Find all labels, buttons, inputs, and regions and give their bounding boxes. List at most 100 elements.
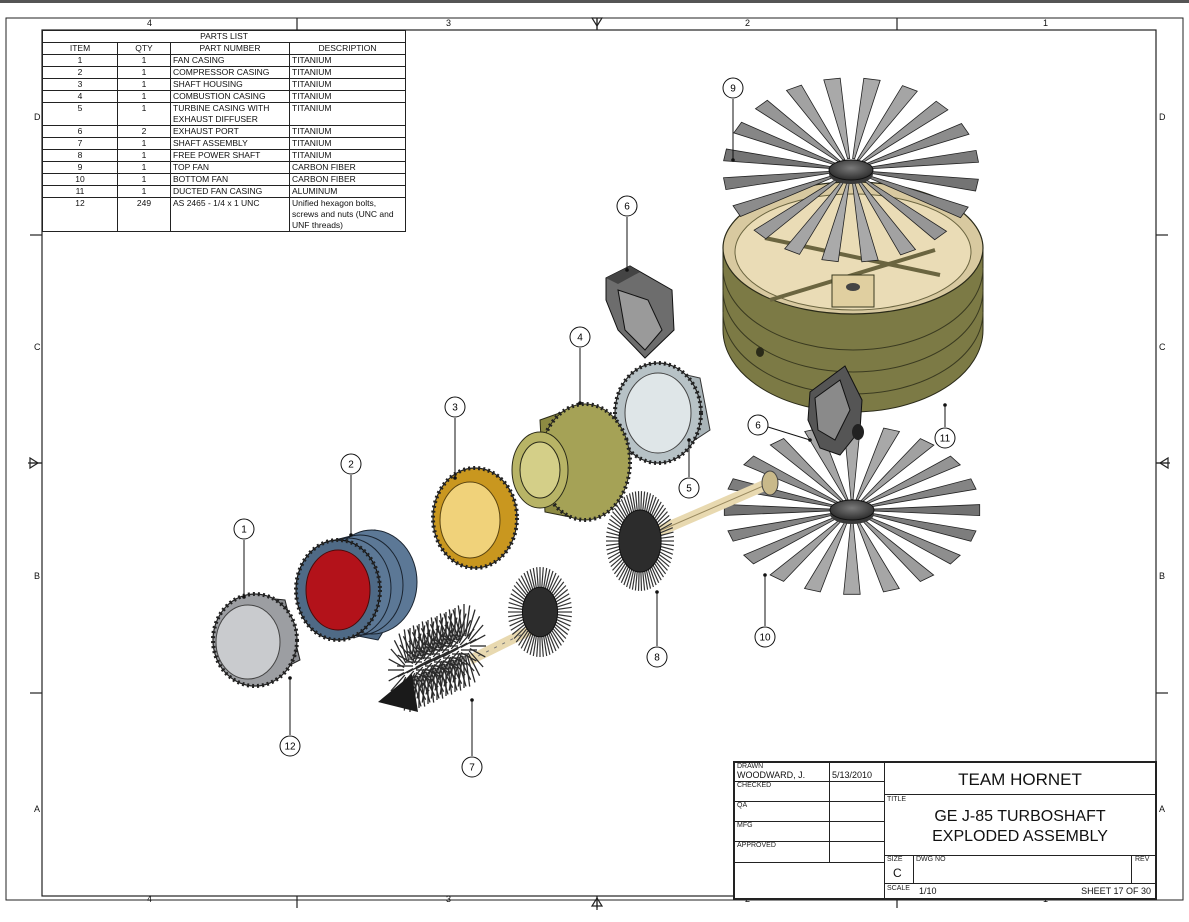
size-label: SIZE (887, 856, 903, 863)
zone-row-label: D (34, 112, 41, 122)
balloon-number: 6 (624, 202, 630, 213)
balloon-circle (616, 195, 638, 217)
balloon-number: 9 (730, 84, 736, 95)
rotor-blade (435, 628, 451, 646)
rotor-blade (419, 675, 426, 707)
leader-line (767, 426, 811, 441)
rotor-blade (411, 668, 425, 692)
disc-blade (649, 568, 657, 586)
balloon-number: 7 (469, 763, 475, 774)
balloon-number: 4 (577, 333, 583, 344)
cell-item: 8 (42, 149, 118, 162)
rotor-blade (430, 667, 437, 699)
disc-blade (548, 633, 557, 652)
cell-qty: 1 (117, 173, 171, 186)
disc-blade (660, 548, 674, 555)
checked-cell: CHECKED (734, 781, 830, 802)
mfg-cell: MFG (734, 821, 830, 842)
disc-blade (546, 570, 554, 590)
mfg-date-cell (829, 821, 885, 842)
disc-blade (612, 511, 624, 524)
item-balloon: 7 (461, 698, 483, 778)
disc-blade (651, 566, 660, 583)
disc-blade (637, 571, 640, 591)
disc-blade (606, 548, 620, 555)
disc-blade (508, 616, 523, 622)
disc-blade (655, 507, 667, 521)
rotor-blade (446, 663, 453, 695)
cell-part: TURBINE CASING WITH EXHAUST DIFFUSER (170, 102, 290, 126)
cell-part: SHAFT HOUSING (170, 78, 290, 91)
disc-blade (511, 623, 526, 635)
cell-item: 10 (42, 173, 118, 186)
rotor-blade (458, 620, 472, 644)
rotor-blade (390, 674, 406, 692)
disc-blade (510, 621, 525, 631)
disc-blade (660, 535, 674, 539)
company-cell: TEAM HORNET (884, 762, 1156, 795)
cell-part: EXHAUST PORT (170, 125, 290, 138)
disc-blade (615, 504, 626, 519)
fan-casing-part-1 (211, 592, 301, 688)
qa-label: QA (737, 802, 748, 809)
cell-desc: CARBON FIBER (289, 173, 406, 186)
rotor-blade (466, 609, 476, 638)
cell-part: SHAFT ASSEMBLY (170, 137, 290, 150)
leader-dot (625, 268, 629, 272)
cell-desc: CARBON FIBER (289, 161, 406, 174)
approved-date-cell (829, 841, 885, 863)
cell-qty: 1 (117, 137, 171, 150)
rotor-blade (469, 634, 486, 644)
disc-blade (609, 518, 622, 528)
zone-column-label: 3 (446, 894, 452, 904)
disc-blade (526, 634, 534, 654)
cell-part: BOTTOM FAN (170, 173, 290, 186)
disc-blade (557, 602, 572, 608)
disc-blade (554, 623, 569, 635)
balloon-circle (747, 414, 769, 436)
disc-blade (513, 585, 527, 598)
disc-blade (606, 543, 620, 547)
disc-blade (515, 628, 528, 643)
disc-blade (541, 636, 544, 657)
cell-item: 4 (42, 90, 118, 103)
disc-blade (660, 527, 674, 534)
disc-blade (555, 593, 570, 603)
cell-desc: TITANIUM (289, 54, 406, 67)
item-balloon: 1 (233, 518, 255, 599)
title-cell: TITLE GE J-85 TURBOSHAFT EXPLODED ASSEMB… (884, 794, 1156, 856)
disc-blade (523, 572, 532, 591)
disc-blade (520, 631, 531, 649)
title-block: DRAWN WOODWARD, J. 5/13/2010 CHECKED QA … (733, 761, 1157, 900)
window-top-bar (0, 0, 1189, 3)
fan-hub (828, 159, 874, 181)
leader-dot (763, 573, 767, 577)
fan-blade (823, 77, 851, 160)
disc-blade (651, 499, 660, 516)
disc-blade (556, 619, 571, 627)
leader-dot (288, 676, 292, 680)
disc-blade (626, 494, 633, 513)
rotor-blade (464, 655, 471, 687)
disc-blade (659, 551, 673, 560)
rev-label: REV (1135, 856, 1150, 863)
rotor-blade (443, 658, 453, 687)
qa-date-cell (829, 801, 885, 822)
header-qty: QTY (117, 42, 171, 55)
fan-hub (829, 499, 875, 521)
disc-blade (557, 616, 572, 622)
item-balloon: 6 (616, 195, 638, 272)
balloon-circle (569, 326, 591, 348)
rotor-blade (412, 678, 422, 707)
item-balloon: 2 (340, 453, 362, 537)
rotor-blade (429, 660, 443, 684)
cell-part: AS 2465 - 1/4 x 1 UNC (170, 197, 290, 232)
item-balloon: 4 (569, 326, 591, 405)
disc-blade (637, 491, 640, 511)
disc-blade (532, 636, 537, 657)
parts-list-table: PARTS LIST ITEM QTY PART NUMBER DESCRIPT… (42, 30, 406, 232)
disc-blade (536, 636, 539, 657)
